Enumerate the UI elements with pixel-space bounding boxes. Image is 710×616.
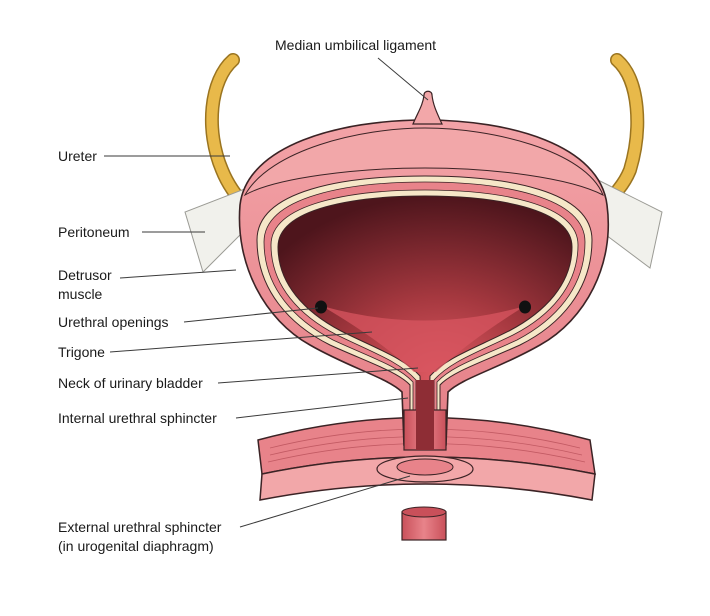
external-sphincter-ring-inner [396, 458, 454, 476]
label-detrusor-line2: muscle [58, 286, 103, 302]
label-urethral-openings: Urethral openings [58, 314, 169, 330]
label-external-sphincter-line1: External urethral sphincter [58, 519, 222, 535]
label-detrusor-line1: Detrusor [58, 267, 112, 283]
label-ureter: Ureter [58, 148, 97, 164]
label-peritoneum: Peritoneum [58, 224, 130, 240]
lower-urethra-top [401, 506, 447, 518]
right-ureter-fill [598, 54, 643, 211]
median-umbilical-ligament [412, 90, 443, 125]
leader-urethral-openings [183, 307, 319, 323]
label-neck-of-bladder: Neck of urinary bladder [58, 375, 203, 391]
leader-internal [235, 397, 409, 419]
trigone [322, 306, 525, 372]
label-trigone: Trigone [58, 344, 105, 360]
leader-trigone [109, 331, 373, 353]
leader-neck [217, 367, 419, 384]
leader-median [377, 57, 429, 101]
label-median-umbilical-ligament: Median umbilical ligament [275, 37, 436, 53]
left-urethral-opening [315, 300, 327, 314]
bladder-dome-band [243, 127, 604, 197]
left-ureter-fill [206, 54, 250, 211]
urethra-lumen [416, 380, 434, 450]
leader-detrusor [119, 269, 237, 279]
right-urethral-opening [519, 300, 531, 314]
label-external-sphincter-line2: (in urogenital diaphragm) [58, 538, 214, 554]
leader-lines [104, 57, 429, 528]
leader-external [239, 475, 411, 528]
label-internal-sphincter: Internal urethral sphincter [58, 410, 217, 426]
